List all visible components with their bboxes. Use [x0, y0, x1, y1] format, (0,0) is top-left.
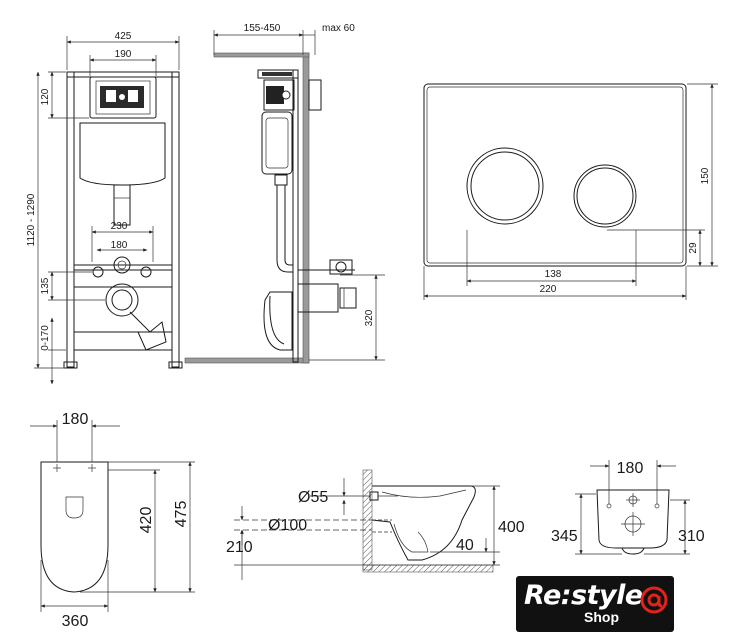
flush-plate: 150 29 138 220 [423, 83, 718, 300]
frame-top-offset: 120 [40, 88, 51, 105]
bowl-back-right-height: 310 [678, 528, 705, 545]
bowl-side-depth-offset: 40 [456, 537, 474, 554]
frame-adjust-range: 0-170 [40, 325, 51, 351]
frame-width-total: 425 [115, 31, 132, 42]
plate-button-span: 138 [545, 269, 562, 280]
bowl-back-view: 180 345 310 [551, 460, 705, 555]
frame-front-view: 425 190 120 1120 - 1290 230 180 135 0-17… [26, 31, 183, 385]
frame-pipe-height: 135 [40, 277, 51, 294]
bowl-back-hole-spacing: 180 [617, 460, 644, 477]
bowl-side-outlet-diameter: Ø100 [268, 517, 307, 534]
plate-width: 220 [540, 284, 557, 295]
bowl-top-length-inner: 420 [138, 507, 155, 534]
frame-side-view: 155-450 max 60 320 [184, 23, 385, 364]
side-outlet-height: 320 [364, 309, 375, 326]
bowl-side-view: Ø55 Ø100 210 400 40 [226, 469, 525, 580]
bowl-back-left-height: 345 [551, 528, 578, 545]
bowl-top-view: 180 420 475 360 [30, 411, 195, 630]
restyle-shop-logo: Re:style Shop [516, 576, 674, 632]
frame-height-range: 1120 - 1290 [26, 193, 37, 246]
bowl-side-inlet-diameter: Ø55 [298, 489, 328, 506]
side-max-depth: max 60 [322, 23, 355, 34]
bowl-top-length-total: 475 [173, 501, 190, 528]
logo-brand: Re:style [524, 580, 643, 611]
bowl-side-outlet-height: 210 [226, 539, 253, 556]
bowl-side-height: 400 [498, 519, 525, 536]
bowl-top-hole-spacing: 180 [62, 411, 89, 428]
logo-sub: Shop [584, 609, 619, 625]
bowl-top-width: 360 [62, 613, 89, 630]
cart-at-icon [640, 586, 668, 614]
frame-inner-spacing: 180 [111, 240, 128, 251]
plate-height: 150 [700, 167, 711, 184]
side-depth-range: 155-450 [244, 23, 281, 34]
frame-panel-width: 190 [115, 49, 132, 60]
frame-pipe-spacing: 230 [111, 221, 128, 232]
plate-offset-bottom: 29 [688, 242, 699, 254]
